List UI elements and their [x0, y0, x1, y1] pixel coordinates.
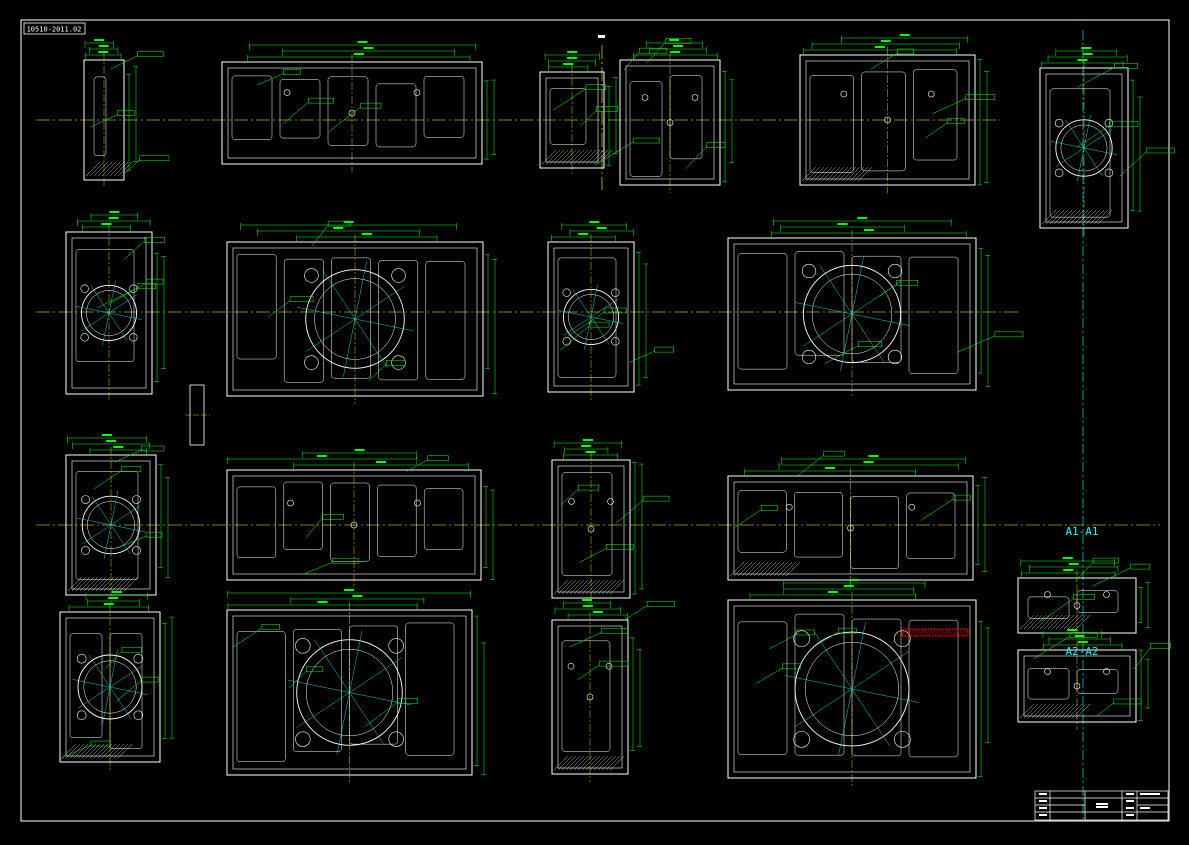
title-block — [1034, 790, 1169, 821]
view-section-a2 — [1017, 629, 1171, 730]
view-bottom-front-view — [226, 589, 486, 783]
red-hatch-zone — [901, 628, 969, 637]
drawing-number: 10510-2011.02 — [27, 26, 82, 34]
view-mid-side-view — [65, 211, 166, 402]
title-block-marks — [1039, 793, 1160, 816]
view-lower-plan — [226, 449, 495, 588]
view-top-left-section — [83, 39, 170, 188]
section-label-a1: A1-A1 — [1065, 525, 1098, 538]
view-mid-bore-view — [727, 217, 1024, 398]
view-lower-left-section — [65, 434, 170, 603]
sheet-border — [20, 19, 1170, 822]
view-top-flange-section — [539, 51, 660, 176]
view-mid-end-flange — [547, 221, 674, 400]
view-corner-section — [1039, 47, 1175, 236]
view-bottom-right-view — [727, 579, 990, 786]
section-label-a2: A2-A2 — [1065, 645, 1098, 658]
view-top-plan — [221, 41, 496, 172]
drawing-number-box: 10510-2011.02 — [23, 22, 86, 35]
flange-profile — [185, 384, 210, 446]
view-lower-right-section — [727, 450, 987, 588]
sheet-mark — [598, 35, 605, 38]
view-top-right-section — [799, 34, 996, 193]
view-bottom-left-section — [59, 591, 174, 770]
view-section-a1 — [1017, 557, 1151, 641]
view-top-detail-small — [619, 38, 734, 193]
view-bottom-end-view — [551, 599, 675, 782]
view-mid-front-view — [226, 220, 497, 404]
view-lower-tall-section — [551, 439, 670, 606]
